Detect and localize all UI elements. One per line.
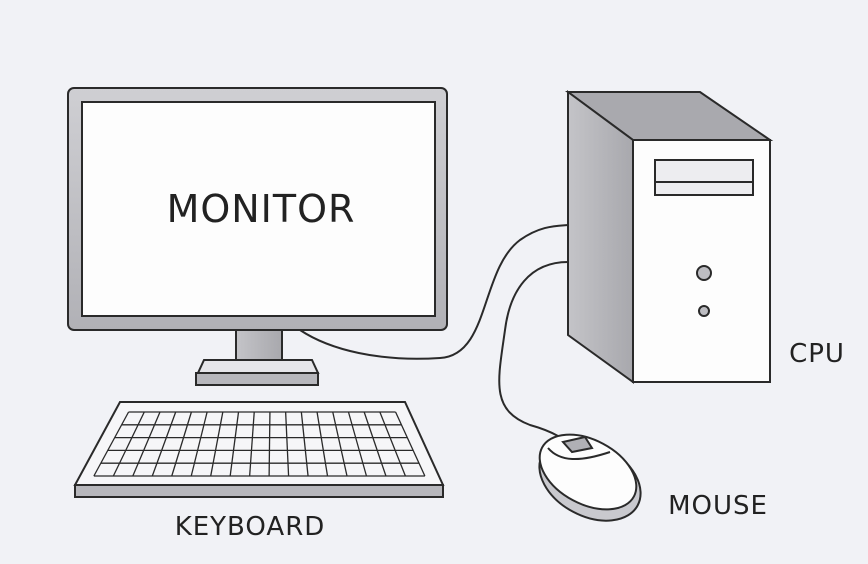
monitor-screen [81,101,436,317]
cables [299,224,573,447]
keyboard-label: KEYBOARD [175,512,326,542]
cpu-tower [564,90,774,384]
key-column-line [132,411,161,477]
mouse [538,433,642,522]
monitor-cable [299,224,569,360]
key-column-line [316,411,329,477]
cpu-side-face [567,90,634,384]
key-column-line [363,411,387,477]
monitor-stand-base [196,359,320,374]
key-column-line [284,411,290,477]
key-column-line [93,411,130,477]
key-column-line [394,411,426,477]
mouse-label: MOUSE [668,491,768,521]
key-column-line [268,411,271,477]
key-column-line [112,411,145,477]
mouse-cable [498,261,573,447]
key-column-line [210,411,224,477]
key-column-line [190,411,208,477]
key-column-line [300,411,309,477]
keyboard [73,401,445,498]
cpu-power-button [696,265,712,281]
cpu-reset-button [698,305,710,317]
cpu-label: CPU [789,339,845,369]
monitor [67,87,448,386]
key-column-line [347,411,368,477]
keyboard-keys [93,411,426,477]
cpu-drive-bay [654,159,754,196]
monitor-label: MONITOR [167,187,356,231]
key-column-line [229,411,240,477]
key-column-line [151,411,177,477]
key-column-line [171,411,193,477]
key-column-line [379,411,407,477]
monitor-stand-neck [235,327,283,361]
key-column-line [332,411,348,477]
key-column-line [248,411,255,477]
